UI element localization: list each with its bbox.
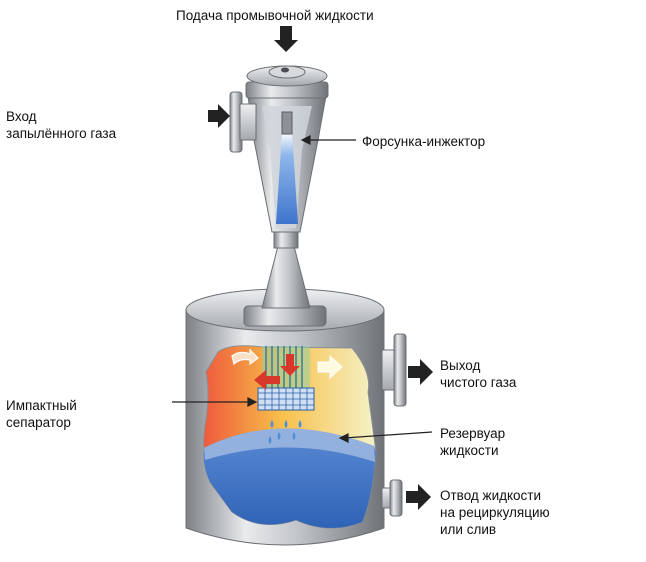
label-nozzle-injector: Форсунка-инжектор — [362, 134, 486, 149]
reservoir-pointer-icon — [338, 433, 349, 443]
external-arrows — [208, 26, 433, 510]
label-impact-separator: Импактный сепаратор — [6, 398, 77, 430]
venturi-neck — [243, 231, 327, 327]
flow-arrows — [231, 348, 343, 390]
gas-inlet-arrow-icon — [208, 104, 230, 128]
liquid-feed-arrow-icon — [274, 26, 298, 52]
right-gas-arrow-icon — [317, 354, 343, 380]
clean-gas-outlet-flange — [381, 333, 407, 407]
upward-gas-arrow-icon — [231, 348, 259, 366]
impact-separator — [257, 387, 315, 411]
label-liquid-outlet: Отвод жидкости на рециркуляцию или слив — [440, 488, 550, 537]
liquid-outlet-flange — [381, 479, 403, 517]
label-clean-gas-outlet: Выход чистого газа — [440, 358, 517, 390]
label-dusty-gas-inlet: Вход запылённого газа — [6, 109, 117, 141]
cutaway-window — [203, 345, 377, 529]
droplets — [268, 420, 302, 444]
liquid-pool — [203, 428, 376, 529]
nozzle-pointer-icon — [300, 135, 311, 145]
leader-lines — [172, 135, 433, 443]
left-flow-arrow-icon — [254, 370, 280, 390]
spray-jet — [276, 132, 298, 224]
separator-pointer-icon — [247, 397, 258, 407]
liquid-outlet-arrow-icon — [406, 484, 431, 510]
nozzle — [281, 111, 293, 135]
label-liquid-feed: Подача промывочной жидкости — [176, 8, 374, 23]
clean-gas-arrow-icon — [408, 359, 433, 385]
gas-inlet-flange — [229, 91, 257, 153]
injector-cone — [245, 65, 329, 233]
down-flow-arrow-icon — [280, 354, 300, 376]
label-liquid-reservoir: Резервуар жидкости — [440, 426, 506, 458]
